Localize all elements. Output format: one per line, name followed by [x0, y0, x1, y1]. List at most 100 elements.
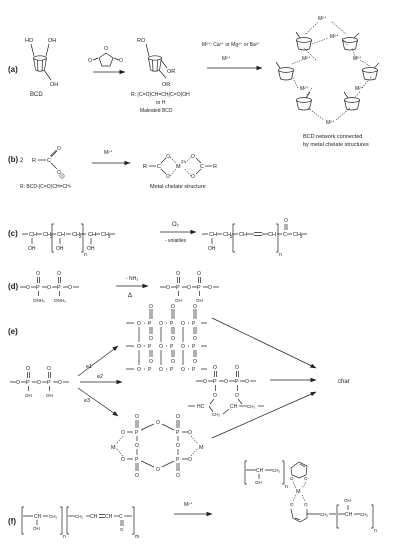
hc-label: HC — [197, 404, 205, 410]
subscript-2: 2 — [230, 234, 233, 239]
subscript-2: 2 — [50, 234, 53, 239]
ch-label: CH — [256, 468, 264, 474]
crosslinked-polyphosphate-network: O P O P O P O P O P O P O P O P O P O O … — [126, 302, 207, 373]
dehydrated-pva-copolymer: CH OH CH₂ n CH₂ CH CH C O m — [21, 506, 139, 540]
ch-label: CH — [230, 404, 238, 410]
phosphorus-label: P — [197, 285, 201, 291]
hydroxyl-label: OH — [344, 498, 351, 503]
phosphorus-label: P — [148, 321, 152, 327]
oxygen-label: O — [213, 393, 217, 399]
hydroxyl-label: OH — [28, 246, 36, 252]
char-label: char — [338, 379, 350, 385]
maleic-anhydride: O O O — [88, 46, 123, 67]
phosphorus-label: P — [148, 367, 152, 373]
substituent-definition: R: (C=O)CH=CH(C=O)OH — [131, 92, 190, 98]
phosphorus-label: P — [176, 430, 180, 436]
oxygen-label: O — [137, 367, 141, 373]
carbonyl-carbon: C — [283, 232, 287, 238]
ch-label: CH — [209, 232, 217, 238]
oxygen-label: O — [57, 170, 61, 176]
maleated-bcd-label: Maleated BCD — [140, 108, 173, 114]
ch-label: CH — [239, 232, 247, 238]
network-caption: BCD network connected — [303, 134, 362, 140]
route-label: e3 — [84, 398, 90, 404]
ester-label: OR — [162, 82, 170, 88]
oxygen-label: O — [176, 473, 180, 479]
subscript-2: 2 — [108, 234, 111, 239]
substituent-definition: R: BCD-(C=O)CH=CH- — [20, 184, 72, 190]
phosphorus-label: P — [235, 379, 239, 385]
phosphorus-label: P — [57, 285, 61, 291]
oxygen-label: O — [176, 443, 180, 449]
oxygen-reagent: O₂ — [172, 222, 180, 228]
metal-ion-label: M²⁺ — [302, 56, 311, 62]
metal-center-label: M — [176, 164, 181, 170]
route-e3-arrow — [77, 387, 119, 417]
repeat-subscript: n — [63, 534, 66, 540]
metal-label: M — [111, 445, 116, 451]
repeat-subscript: m — [135, 534, 139, 540]
oxygen-label: O — [304, 476, 308, 481]
carbon-label: C — [47, 158, 51, 164]
ch2-label: CH — [72, 232, 80, 238]
phosphorus-label: P — [176, 457, 180, 463]
ch-label: CH — [34, 514, 42, 520]
phosphorus-label: P — [176, 285, 180, 291]
panel-label-a: (a) — [8, 65, 18, 74]
metal-center-label: M — [296, 489, 301, 495]
ch-label: CH — [268, 232, 276, 238]
oxygen-label: O — [16, 380, 20, 386]
oxygen-label: O — [208, 285, 212, 291]
oxygen-label: O — [197, 271, 201, 277]
phosphorus-label: P — [135, 457, 139, 463]
panel-label-f: (f) — [8, 517, 16, 526]
hydroxyl-label: OH — [50, 82, 58, 88]
oxygen-label: O — [159, 321, 163, 327]
oxygen-label: O — [121, 457, 125, 463]
hydroxyl-label: OH — [25, 393, 32, 398]
stoichiometric-coefficient: 2 — [20, 158, 24, 164]
oxygen-label: O — [57, 146, 61, 152]
phosphorus-label: P — [36, 285, 40, 291]
oxygen-label: O — [176, 271, 180, 277]
oxygen-label: O — [121, 430, 125, 436]
to-char-arrow — [211, 317, 317, 369]
repeat-subscript: n — [374, 528, 377, 534]
subscript-2: 2 — [79, 234, 82, 239]
panel-label-b: (b) — [8, 155, 19, 164]
hydroxyl-label: OH — [56, 246, 64, 252]
oxygen-label: O — [203, 379, 207, 385]
hydroxyl-label: OH — [46, 393, 53, 398]
oxygen-label: O — [36, 271, 40, 277]
ch2-label: CH₂ — [75, 514, 83, 519]
ch-label: CH — [105, 514, 113, 520]
phosphorus-label: P — [26, 380, 30, 386]
ch-label: CH — [29, 232, 37, 238]
phosphorus-label: P — [170, 321, 174, 327]
oxygen-label: O — [191, 174, 195, 180]
oxygen-label: O — [135, 473, 139, 479]
ammonium-label: ONH₄ — [33, 298, 45, 303]
maleated-bcd-molecule: RO OR OR R: (C=O)CH=CH(C=O)OH or H Malea… — [131, 38, 190, 114]
oxygen-label: O — [26, 285, 30, 291]
phosphorus-label: P — [148, 344, 152, 350]
ch-label: CH — [88, 232, 96, 238]
phosphorus-label: P — [213, 379, 217, 385]
network-cd-unit — [296, 37, 312, 51]
metal-ion-label: M²⁺ — [104, 150, 113, 156]
oxygen-label: O — [181, 321, 185, 327]
oxygen-label: O — [149, 359, 153, 365]
oxygen-label: O — [188, 430, 192, 436]
phosphorus-label: P — [135, 430, 139, 436]
ammonium-label: ONH₄ — [54, 298, 66, 303]
oxygen-label: O — [171, 336, 175, 342]
oxygen-label: O — [120, 527, 124, 532]
ch2-label: CH — [293, 232, 301, 238]
metal-ion-label: M²⁺ — [318, 16, 327, 22]
panel-label-c: (c) — [8, 229, 18, 238]
oxygen-label: O — [137, 344, 141, 350]
route-label: e2 — [97, 374, 103, 380]
phosphorus-label: P — [170, 344, 174, 350]
oxygen-label: O — [181, 344, 185, 350]
metal-ion-label: M²⁺ — [222, 56, 231, 62]
